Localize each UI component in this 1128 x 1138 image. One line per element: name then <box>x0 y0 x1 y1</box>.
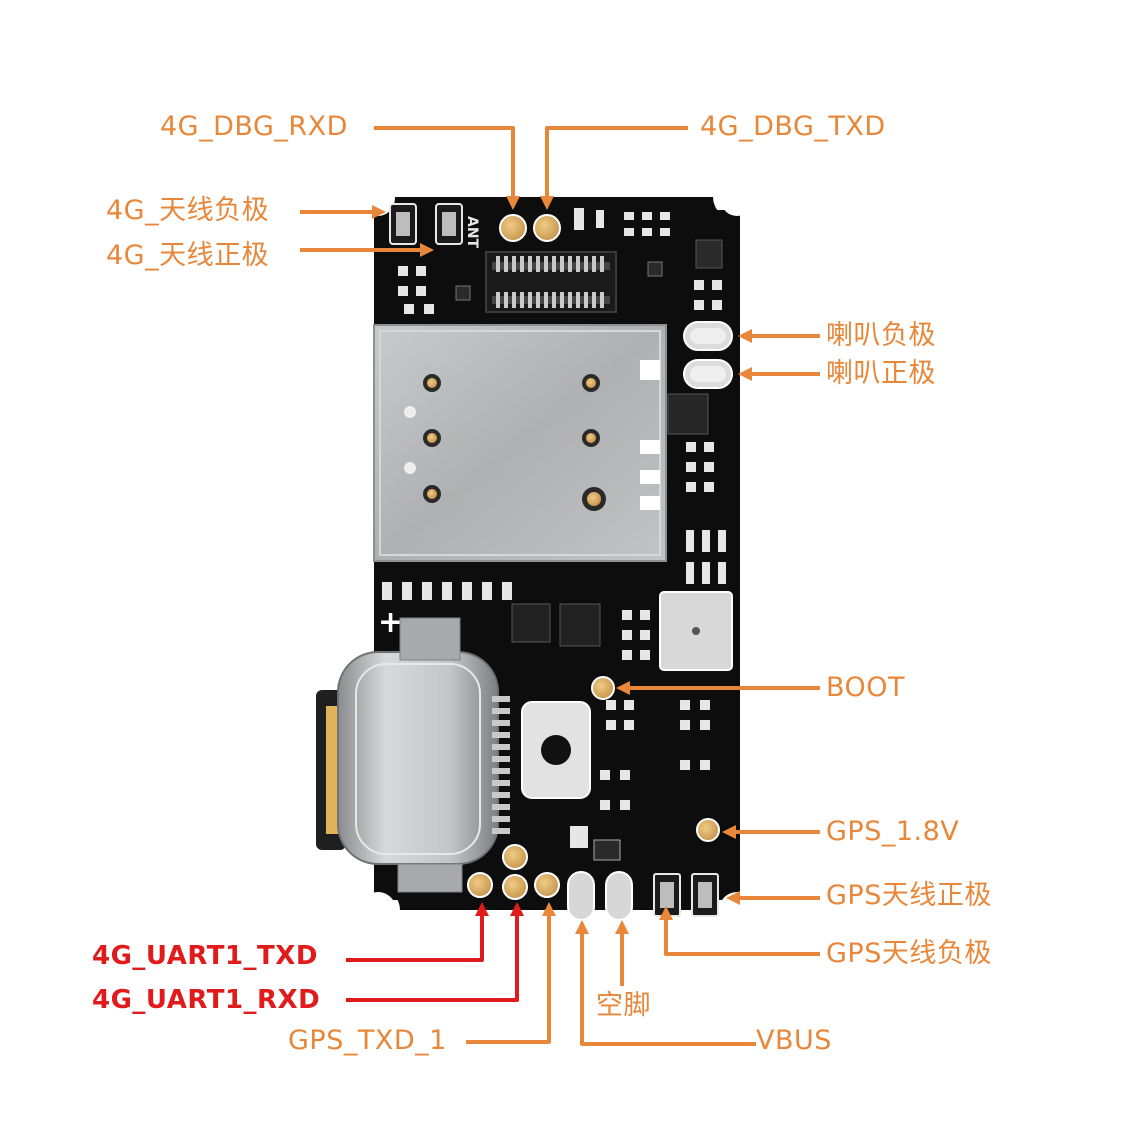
pad-vbus <box>567 871 595 921</box>
usb-pin <box>492 780 510 786</box>
leader-lines <box>300 126 820 1046</box>
label-gps-ant-neg: GPS天线负极 <box>826 938 992 969</box>
pad-dbg-txd <box>533 214 561 242</box>
pad-dbg-rxd <box>499 214 527 242</box>
silk-ant: ANT <box>464 216 480 249</box>
fpc-pin-top <box>536 256 540 272</box>
label-4g-uart1-rxd: 4G_UART1_RXD <box>92 985 321 1015</box>
usb-pin <box>492 792 510 798</box>
fpc-pin-top <box>576 256 580 272</box>
usb-pin <box>492 828 510 834</box>
antenna-pads <box>389 203 463 245</box>
usb-pin <box>492 768 510 774</box>
fpc-pin-top <box>592 256 596 272</box>
fpc-pin-bottom <box>592 292 596 308</box>
fpc-pin-top <box>544 256 548 272</box>
fpc-pin-bottom <box>504 292 508 308</box>
label-4g-ant-pos: 4G_天线正极 <box>106 240 270 271</box>
label-speaker-pos: 喇叭正极 <box>826 358 936 389</box>
pad-uart-txd <box>467 872 493 898</box>
usb-pin <box>492 696 510 702</box>
shield-side-tabs <box>640 360 660 510</box>
usb-pin <box>492 732 510 738</box>
shield-holes <box>404 374 606 511</box>
fpc-pin-bottom <box>576 292 580 308</box>
label-speaker-neg: 喇叭负极 <box>826 320 936 351</box>
fpc-pin-top <box>520 256 524 272</box>
fpc-pin-top <box>552 256 556 272</box>
smd-right <box>686 442 726 584</box>
label-gps-18v: GPS_1.8V <box>826 816 960 847</box>
fpc-pin-bottom <box>568 292 572 308</box>
fpc-pin-top <box>584 256 588 272</box>
fpc-pin-top <box>512 256 516 272</box>
label-4g-dbg-rxd: 4G_DBG_RXD <box>160 111 348 142</box>
fpc-pin-bottom <box>536 292 540 308</box>
label-gps-txd-1: GPS_TXD_1 <box>288 1025 447 1056</box>
smd-top <box>398 208 722 314</box>
usb-pin <box>492 708 510 714</box>
boot-button-cap <box>541 735 571 765</box>
fpc-pin-top <box>504 256 508 272</box>
pad-nc <box>605 871 633 921</box>
label-4g-uart1-txd: 4G_UART1_TXD <box>92 941 318 971</box>
fpc-pin-top <box>528 256 532 272</box>
smd-middle <box>382 582 710 810</box>
sim-shield <box>373 324 667 562</box>
fpc-pin-top <box>560 256 564 272</box>
fpc-pin-top <box>496 256 500 272</box>
fpc-pin-bottom <box>544 292 548 308</box>
usb-pin <box>492 744 510 750</box>
fpc-pin-bottom <box>512 292 516 308</box>
label-gps-ant-pos: GPS天线正极 <box>826 880 992 911</box>
usb-pin <box>492 720 510 726</box>
label-nc: 空脚 <box>596 990 651 1021</box>
label-boot: BOOT <box>826 672 906 703</box>
usb-c-connector <box>316 617 499 893</box>
fpc-pin-bottom <box>560 292 564 308</box>
usb-pin <box>492 756 510 762</box>
fpc-pin-top <box>568 256 572 272</box>
fpc-pin-bottom <box>528 292 532 308</box>
fpc-pin-top <box>600 256 604 272</box>
label-4g-dbg-txd: 4G_DBG_TXD <box>700 111 886 142</box>
speaker-pads <box>683 321 733 389</box>
fpc-pin-bottom <box>496 292 500 308</box>
pad-uart-a <box>502 844 528 870</box>
pad-boot <box>591 676 615 700</box>
label-4g-ant-neg: 4G_天线负极 <box>106 195 270 226</box>
pad-gps-txd <box>534 872 560 898</box>
pad-uart-rxd <box>502 874 528 900</box>
fpc-pin-bottom <box>584 292 588 308</box>
fpc-pin-bottom <box>520 292 524 308</box>
label-vbus: VBUS <box>756 1025 832 1056</box>
usb-pin <box>492 804 510 810</box>
usb-pin <box>492 816 510 822</box>
pad-gps-18v <box>696 818 720 842</box>
silk-plus: + <box>378 605 403 640</box>
fpc-pin-bottom <box>600 292 604 308</box>
fpc-pin-bottom <box>552 292 556 308</box>
